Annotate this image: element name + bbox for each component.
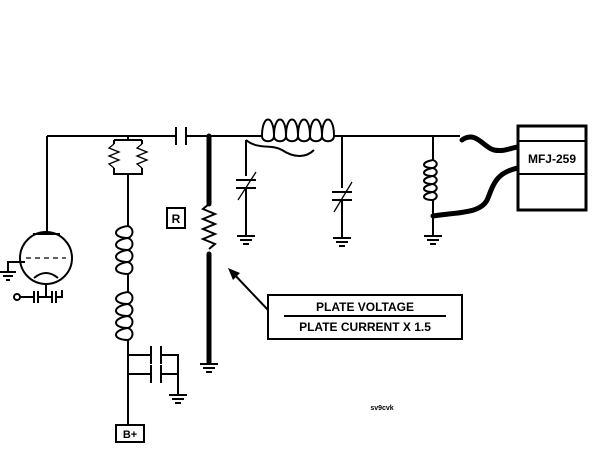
antenna-analyzer: MFJ-259 [516, 124, 588, 212]
coupling-capacitor [175, 127, 187, 145]
formula-numerator: PLATE VOLTAGE [316, 300, 414, 314]
resistor-label: R [172, 212, 181, 226]
cathode-ground [0, 271, 16, 281]
analyzer-label: MFJ-259 [528, 152, 576, 166]
resistor-label-box: R [166, 207, 186, 229]
vacuum-tube [0, 136, 73, 303]
load-resistor [200, 133, 218, 373]
author-signature: sv9cvk [370, 405, 393, 412]
rf-choke-upper [115, 225, 134, 275]
tank-coil [245, 118, 460, 157]
load-ground [200, 363, 218, 373]
formula-box: PLATE VOLTAGE PLATE CURRENT X 1.5 [267, 294, 463, 340]
grid-input [13, 290, 63, 303]
b-plus-label: B+ [123, 429, 137, 441]
parasitic-suppressor [107, 136, 149, 226]
bypass-capacitors [128, 346, 187, 404]
formula-denominator: PLATE CURRENT X 1.5 [299, 320, 431, 334]
rf-choke-lower [115, 291, 134, 341]
b-plus-terminal: B+ [115, 424, 145, 443]
analyzer-leads [430, 134, 521, 219]
tune-capacitor [236, 140, 257, 245]
output-choke [423, 136, 442, 245]
pointer-arrow [228, 268, 269, 311]
load-capacitor [332, 136, 353, 247]
